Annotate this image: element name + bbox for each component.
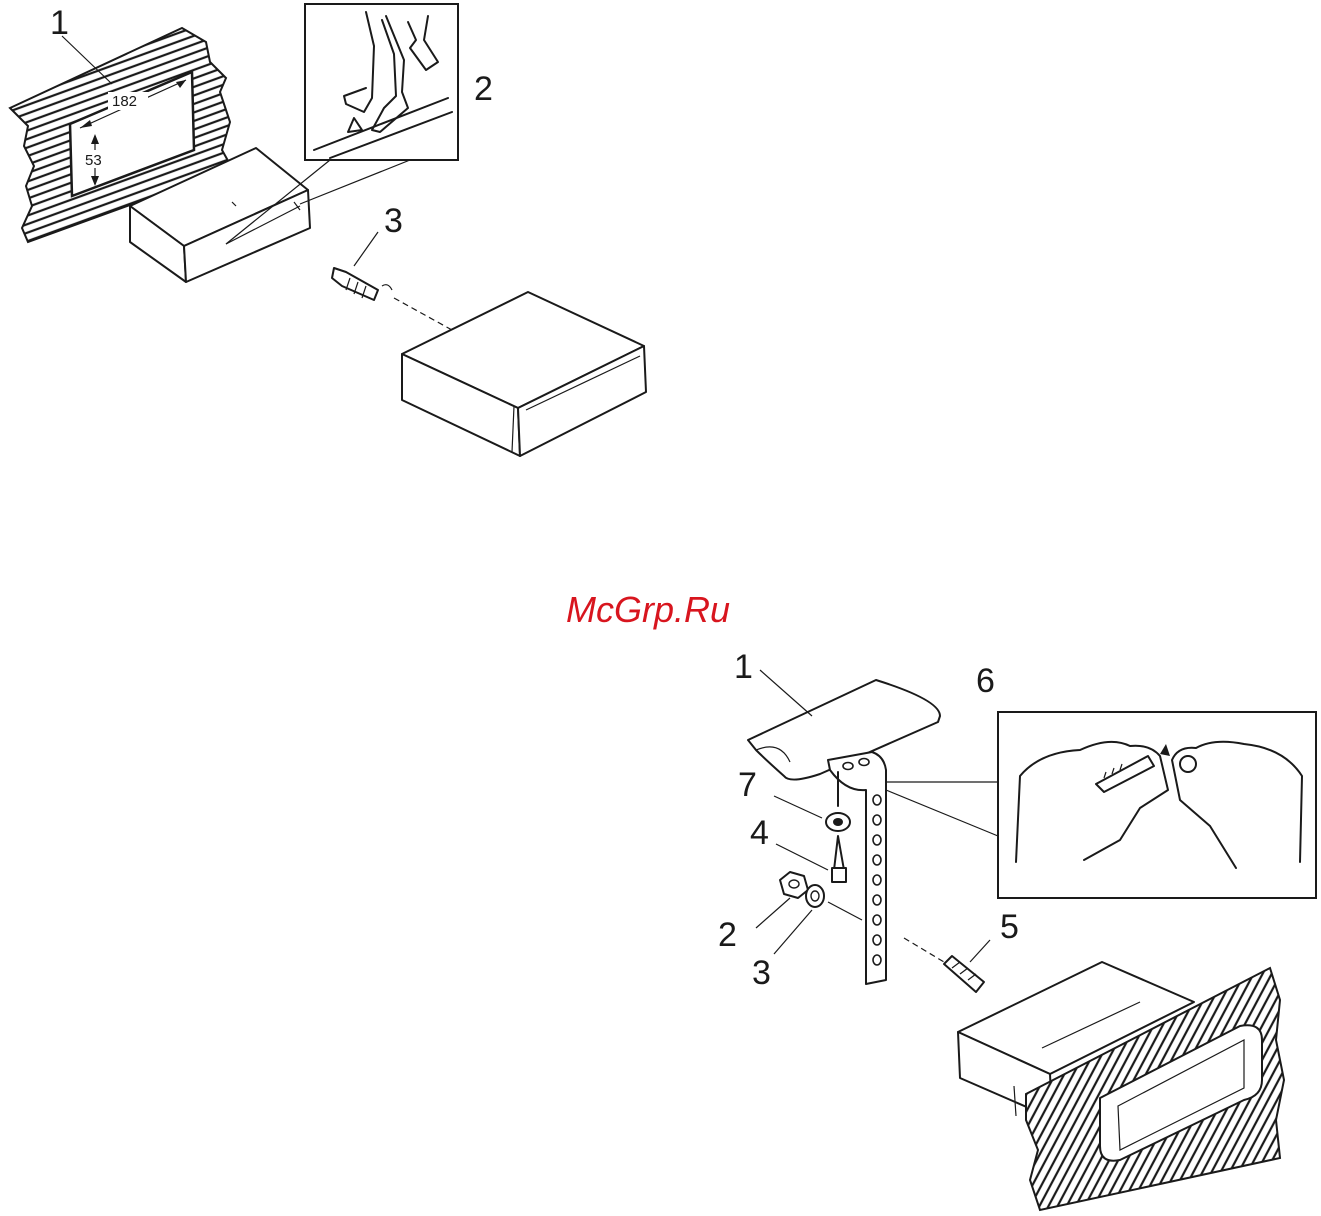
callout-bottom-6: 6 bbox=[976, 662, 995, 700]
inset-hands-bending bbox=[998, 712, 1316, 898]
radio-unit bbox=[402, 292, 646, 456]
bolt-part bbox=[332, 232, 452, 330]
height-dimension-label: 53 bbox=[85, 152, 102, 169]
callout-bottom-4: 4 bbox=[750, 814, 769, 852]
bolt-5 bbox=[904, 938, 990, 992]
top-diagram: 182 53 bbox=[10, 4, 646, 456]
callout-bottom-7: 7 bbox=[738, 766, 757, 804]
nut-2 bbox=[756, 872, 808, 928]
watermark: McGrp.Ru bbox=[566, 589, 730, 630]
perforated-strap bbox=[828, 752, 998, 984]
dashboard-with-radio bbox=[958, 962, 1284, 1210]
callout-top-3: 3 bbox=[384, 202, 403, 240]
callout-bottom-2: 2 bbox=[718, 916, 737, 954]
washer-7 bbox=[774, 772, 850, 831]
bottom-diagram: 1 6 7 4 2 3 5 bbox=[718, 648, 1316, 1210]
callout-top-2: 2 bbox=[474, 70, 493, 108]
callout-bottom-3: 3 bbox=[752, 954, 771, 992]
callout-top-1: 1 bbox=[50, 4, 69, 42]
callout-bottom-1: 1 bbox=[734, 648, 753, 686]
callout-bottom-5: 5 bbox=[1000, 908, 1019, 946]
width-dimension-label: 182 bbox=[112, 93, 137, 110]
